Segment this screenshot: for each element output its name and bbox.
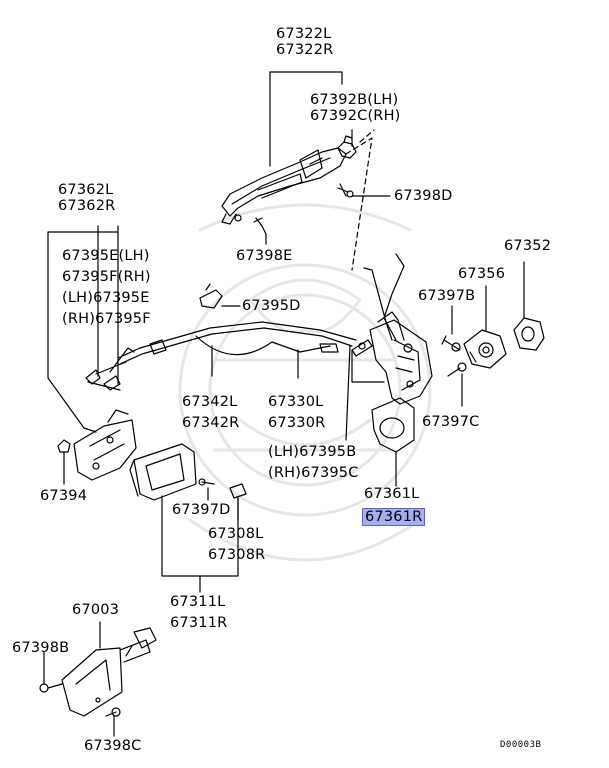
part-label-67392: 67392B(LH) 67392C(RH) xyxy=(310,92,401,124)
inside-handle-bezel xyxy=(129,443,197,501)
handle-clip xyxy=(337,135,357,159)
part-label-67003: 67003 xyxy=(72,602,120,618)
part-label-67398e: 67398E xyxy=(236,248,293,264)
striker-bracket xyxy=(463,329,507,369)
watermark-emblem xyxy=(178,203,432,562)
bolt-67398b xyxy=(39,683,63,693)
leader-67395bc xyxy=(345,345,351,441)
screw-67398e xyxy=(253,217,267,235)
part-label-67330: 67330L 67330R xyxy=(268,394,326,431)
leader-67395ef xyxy=(97,225,119,385)
cap-67394 xyxy=(57,439,71,453)
leader-67322 xyxy=(269,71,343,167)
door-latch-assembly xyxy=(351,319,433,453)
part-label-67356: 67356 xyxy=(458,266,506,282)
part-label-67395bc: (LH)67395B (RH)67395C xyxy=(268,444,359,481)
leader-67362 xyxy=(47,231,119,433)
inside-lever-bracket xyxy=(73,409,137,481)
latch-rods xyxy=(363,253,405,341)
part-label-67397b: 67397B xyxy=(418,288,476,304)
part-label-67361r-highlighted[interactable]: 67361R xyxy=(362,508,426,526)
screw-67397c xyxy=(447,362,467,377)
part-label-67308: 67308L 67308R xyxy=(208,526,266,563)
part-label-67398c: 67398C xyxy=(84,738,142,754)
part-label-67397d: 67397D xyxy=(172,502,231,518)
release-cables xyxy=(109,321,357,373)
bolt-67397b xyxy=(441,335,461,352)
part-label-67397c: 67397C xyxy=(422,414,480,430)
diagram-code: D00003B xyxy=(500,740,542,750)
part-label-67362: 67362L 67362R xyxy=(58,182,116,214)
leader-67311 xyxy=(161,495,239,593)
part-label-67361l: 67361L xyxy=(364,486,420,502)
latch-bracket-line xyxy=(351,349,385,383)
cap-67308 xyxy=(229,483,247,499)
part-label-67395ef: 67395E(LH) 67395F(RH) (LH)67395E (RH)673… xyxy=(62,248,151,327)
part-label-67398d: 67398D xyxy=(394,188,453,204)
part-label-67342: 67342L 67342R xyxy=(182,394,240,431)
outside-handle xyxy=(221,147,347,225)
rubber-pad xyxy=(513,317,545,351)
screw-67397d xyxy=(198,478,215,486)
screw-67398d xyxy=(337,183,354,198)
alignment-lines xyxy=(345,129,375,271)
part-label-67322: 67322L 67322R xyxy=(276,26,334,58)
part-label-67352: 67352 xyxy=(504,238,552,254)
part-label-67394: 67394 xyxy=(40,488,88,504)
bolt-67398c xyxy=(105,707,121,717)
part-label-67395d: 67395D xyxy=(242,298,301,314)
part-label-67311: 67311L 67311R xyxy=(170,594,228,631)
rod-clips xyxy=(85,361,127,391)
part-label-67398b: 67398B xyxy=(12,640,70,656)
door-check xyxy=(61,627,157,717)
clip-67395d xyxy=(199,283,223,309)
